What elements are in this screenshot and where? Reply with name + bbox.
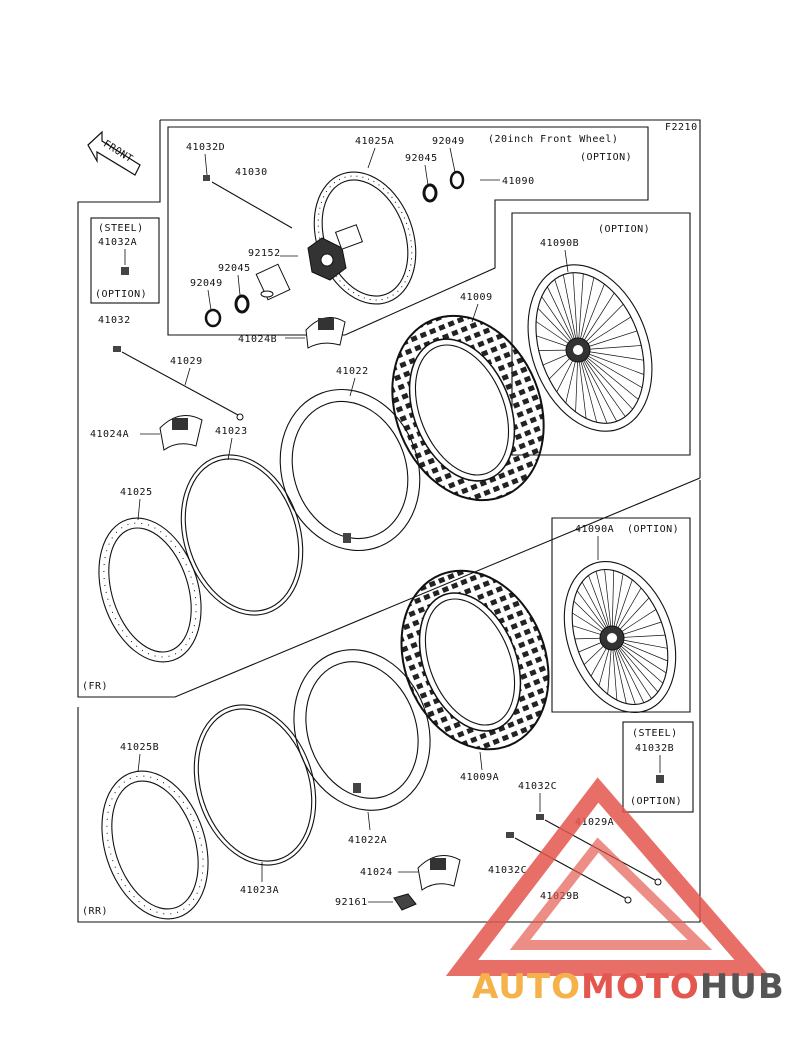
option-label-41032a: (OPTION) — [95, 289, 147, 300]
part-41023A-rim-tape — [193, 704, 317, 866]
label-41025B: 41025B — [120, 742, 159, 753]
part-41009A-rear-tire — [400, 569, 550, 751]
part-41024-rim-band — [417, 855, 461, 891]
frame-option-41090a — [551, 517, 691, 713]
watermark-moto: MOTO — [581, 967, 700, 1007]
spoke-line — [577, 349, 633, 410]
option-label-41032b: (OPTION) — [630, 796, 682, 807]
part-41023-rim-tape — [180, 454, 304, 616]
front-arrow-icon: FRONT — [87, 130, 141, 176]
label-41090: 41090 — [502, 176, 535, 187]
label-41032A: 41032A — [98, 237, 137, 248]
part-41029B-spoke — [506, 832, 632, 904]
label-41032: 41032 — [98, 315, 131, 326]
spoke-line — [572, 272, 579, 351]
part-41032B-nipple — [656, 775, 664, 783]
label-41032B: 41032B — [635, 743, 674, 754]
label-41023A: 41023A — [240, 885, 279, 896]
label-41024: 41024 — [360, 867, 393, 878]
label-41032C-top: 41032C — [518, 781, 557, 792]
part-92045-bearing-top — [422, 183, 438, 203]
section-rr-label: (RR) — [82, 906, 108, 917]
part-41090B-spoked-wheel — [527, 264, 653, 432]
frame-front-section — [77, 120, 701, 698]
part-92045-bearing-bot — [234, 294, 250, 314]
frame-top-option — [160, 119, 701, 478]
label-41022A: 41022A — [348, 835, 387, 846]
label-41029: 41029 — [170, 356, 203, 367]
steel-label-41032b: (STEEL) — [632, 728, 678, 739]
spoke-line — [577, 349, 639, 400]
part-41030-spoke — [211, 181, 293, 229]
part-41090A-spoked-wheel — [563, 561, 677, 713]
label-41090A: 41090A — [575, 524, 614, 535]
label-92152: 92152 — [248, 248, 281, 259]
part-41022A-tube — [293, 649, 431, 811]
part-41025A-wheel — [307, 171, 417, 305]
diagram-code: F2210 — [665, 122, 698, 133]
watermark-auto: AUTO — [472, 967, 581, 1007]
label-92049-bot: 92049 — [190, 278, 223, 289]
label-41025A: 41025A — [355, 136, 394, 147]
label-92045-bot: 92045 — [218, 263, 251, 274]
label-41030: 41030 — [235, 167, 268, 178]
part-41024B-rim-band — [305, 317, 346, 349]
steel-box-41032b — [622, 721, 694, 813]
part-41025-rim — [98, 517, 202, 663]
label-41032C-bot: 41032C — [488, 865, 527, 876]
spoke-line — [577, 349, 608, 424]
label-41029A: 41029A — [575, 817, 614, 828]
label-41009A: 41009A — [460, 772, 499, 783]
automotohub-logo-icon — [445, 777, 770, 976]
label-92049-top: 92049 — [432, 136, 465, 147]
part-92049-seal-top — [449, 170, 465, 190]
label-41024B: 41024B — [238, 334, 277, 345]
frame-rear-section — [77, 480, 701, 923]
front-wheel-note-line2: (OPTION) — [580, 152, 632, 163]
label-41009: 41009 — [460, 292, 493, 303]
part-41032D-nipple — [203, 175, 210, 181]
label-41090B: 41090B — [540, 238, 579, 249]
part-92152-collar — [255, 263, 291, 301]
watermark-hub: HUB — [700, 967, 785, 1007]
spoke-line — [562, 274, 579, 351]
label-option-41090b: (OPTION) — [598, 224, 650, 235]
part-41025B-rim — [101, 770, 209, 920]
label-41032D: 41032D — [186, 142, 225, 153]
label-option-41090a: (OPTION) — [627, 524, 679, 535]
label-41022: 41022 — [336, 366, 369, 377]
steel-box-41032a — [90, 217, 160, 304]
part-41032A-nipple — [121, 267, 129, 275]
part-92161-weight — [393, 893, 417, 911]
label-41024A: 41024A — [90, 429, 129, 440]
watermark-text: AUTOMOTOHUB — [472, 967, 785, 1007]
part-41009-front-tire — [391, 314, 545, 502]
label-92045-top: 92045 — [405, 153, 438, 164]
part-41024A-rim-band — [159, 415, 203, 451]
label-41025: 41025 — [120, 487, 153, 498]
part-92049-seal-bot — [204, 308, 222, 328]
part-41029-spoke — [113, 346, 244, 421]
spoke-line — [577, 273, 584, 351]
steel-label-41032a: (STEEL) — [98, 223, 144, 234]
label-92161: 92161 — [335, 897, 368, 908]
frame-20inch-front-wheel — [167, 126, 649, 336]
section-fr-label: (FR) — [82, 681, 108, 692]
label-41023: 41023 — [215, 426, 248, 437]
spoke-line — [577, 349, 626, 417]
front-wheel-note-line1: (20inch Front Wheel) — [488, 134, 618, 145]
spoke-line — [577, 349, 618, 422]
